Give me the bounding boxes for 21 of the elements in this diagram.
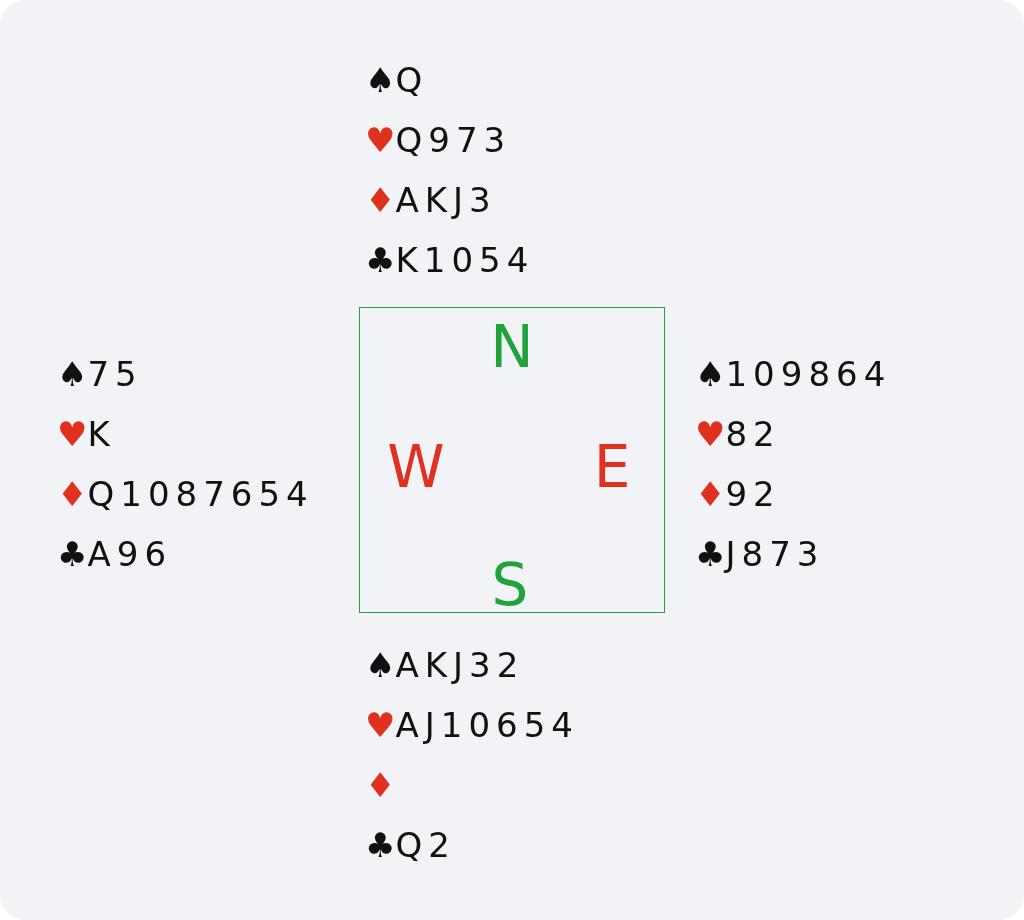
compass-letter: E (593, 438, 631, 496)
suit-holding: ♥82 (695, 413, 782, 456)
compass-letter: S (491, 556, 529, 614)
suit-holding: ♥Q973 (365, 119, 513, 162)
suit-holding: ♦ (365, 764, 397, 807)
suit-holding: ♠109864 (695, 353, 892, 396)
suit-holding: ♣A96 (57, 533, 173, 576)
suit-holding: ♠75 (57, 353, 144, 396)
compass-letter: W (387, 438, 445, 496)
suit-holding: ♦92 (695, 473, 782, 516)
compass-letter: N (490, 318, 534, 376)
suit-holding: ♠Q (365, 59, 430, 102)
suit-holding: ♣K1054 (365, 239, 535, 282)
suit-holding: ♠AKJ32 (365, 644, 526, 687)
suit-holding: ♥AJ10654 (365, 704, 579, 747)
suit-holding: ♦AKJ3 (365, 179, 498, 222)
suit-holding: ♦Q1087654 (57, 473, 314, 516)
suit-holding: ♥K (57, 413, 117, 456)
compass-box (359, 307, 665, 613)
suit-holding: ♣Q2 (365, 824, 457, 867)
suit-holding: ♣J873 (695, 533, 826, 576)
